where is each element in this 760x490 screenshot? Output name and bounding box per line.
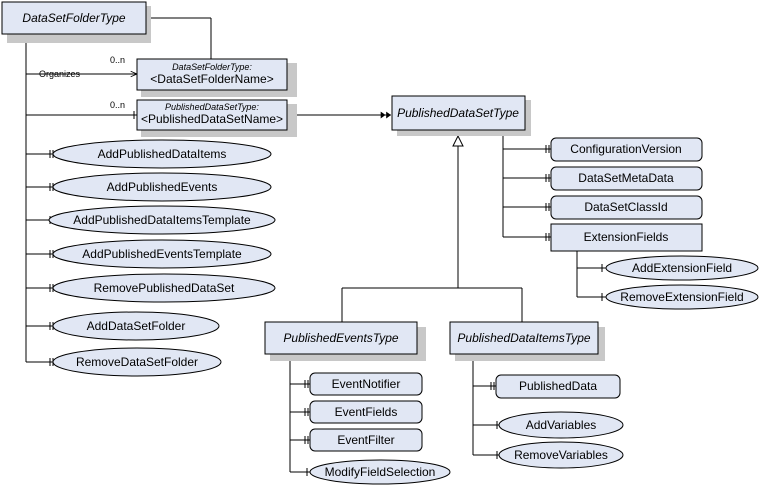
object-extension-fields[interactable]: ExtensionFields [550,223,703,252]
method-label: AddPublishedDataItems [98,147,227,161]
inheritance-triangle-icon [452,134,464,147]
folder-method-add-published-data-items-template[interactable]: AddPublishedDataItemsTemplate [48,205,276,235]
node-dataset-folder-type[interactable]: DataSetFolderType [1,1,151,43]
method-remove-extension-field[interactable]: RemoveExtensionField [605,284,759,310]
node-published-data-items-type[interactable]: PublishedDataItemsType [449,321,605,361]
property-label: EventFilter [337,433,394,447]
method-label: RemovePublishedDataSet [94,281,235,295]
instance-name: <PublishedDataSetName> [141,112,283,126]
method-remove-variables[interactable]: RemoveVariables [498,441,624,469]
node-published-events-type[interactable]: PublishedEventsType [264,321,426,361]
folder-method-add-dataset-folder[interactable]: AddDataSetFolder [52,311,220,341]
method-label: AddPublishedEvents [107,180,218,194]
property-label: DataSetClassId [584,200,667,214]
instance-type-label: PublishedDataSetType: [165,102,259,112]
folder-method-add-published-data-items[interactable]: AddPublishedDataItems [52,139,272,169]
object-label: ExtensionFields [584,230,669,244]
property-label: PublishedData [519,379,597,393]
node-label: DataSetFolderType [22,11,125,25]
reference-label-organizes: Organizes [39,69,81,79]
node-folder-instance[interactable]: DataSetFolderType: <DataSetFolderName> [136,58,297,97]
folder-method-add-published-events[interactable]: AddPublishedEvents [52,172,272,202]
property-event-fields[interactable]: EventFields [309,400,423,424]
instance-name: <DataSetFolderName> [150,72,273,86]
folder-method-remove-published-dataset[interactable]: RemovePublishedDataSet [52,273,276,303]
node-published-dataset-type[interactable]: PublishedDataSetType [391,95,531,136]
instance-type-label: DataSetFolderType: [172,62,252,72]
cardinality-label: 0..n [110,100,125,110]
folder-method-remove-dataset-folder[interactable]: RemoveDataSetFolder [52,347,222,377]
property-published-data[interactable]: PublishedData [495,374,621,399]
method-label: RemoveVariables [514,448,608,462]
method-label: AddVariables [526,418,597,432]
method-add-variables[interactable]: AddVariables [498,411,624,439]
folder-method-add-published-events-template[interactable]: AddPublishedEventsTemplate [52,239,272,269]
property-label: EventNotifier [332,377,401,391]
method-modify-field-selection[interactable]: ModifyFieldSelection [309,459,451,485]
method-label: AddPublishedDataItemsTemplate [73,213,251,227]
reference-ticks [49,111,603,476]
cardinality-label: 0..n [110,55,125,65]
method-label: RemoveExtensionField [620,290,743,304]
property-label: ConfigurationVersion [570,142,681,156]
node-label: PublishedEventsType [283,331,399,345]
method-label: ModifyFieldSelection [325,465,436,479]
method-label: AddPublishedEventsTemplate [82,247,242,261]
method-label: AddDataSetFolder [87,319,186,333]
node-label: PublishedDataItemsType [457,331,591,345]
property-label: DataSetMetaData [578,171,674,185]
property-dataset-class-id[interactable]: DataSetClassId [550,195,703,220]
method-label: AddExtensionField [632,261,732,275]
property-event-notifier[interactable]: EventNotifier [309,372,423,396]
property-configuration-version[interactable]: ConfigurationVersion [550,137,703,162]
property-event-filter[interactable]: EventFilter [309,428,423,452]
method-label: RemoveDataSetFolder [76,355,198,369]
property-dataset-metadata[interactable]: DataSetMetaData [550,166,703,191]
connector-lines [25,14,606,473]
method-add-extension-field[interactable]: AddExtensionField [605,255,759,281]
node-published-dataset-instance[interactable]: PublishedDataSetType: <PublishedDataSetN… [136,99,297,137]
property-label: EventFields [335,405,398,419]
node-label: PublishedDataSetType [397,106,519,120]
